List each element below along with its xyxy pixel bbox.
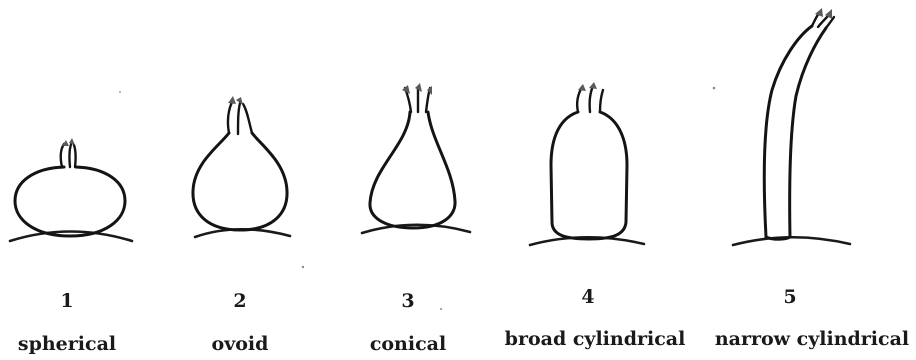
item-number-5: 5: [783, 286, 796, 308]
bulb-shape-spherical: [10, 138, 132, 241]
item-number-2: 2: [233, 290, 246, 312]
item-label-spherical: spherical: [18, 333, 116, 355]
bulb-shape-narrow-cylindrical: [733, 8, 850, 245]
bulb-shape-ovoid: [193, 96, 290, 237]
caption-row: 1 spherical 2 ovoid 3 conical 4 broad cy…: [18, 286, 909, 355]
soil-line: [733, 237, 850, 245]
item-number-4: 4: [581, 286, 594, 308]
item-number-3: 3: [401, 290, 414, 312]
bulb-shape-conical: [362, 83, 470, 233]
item-label-narrow-cylindrical: narrow cylindrical: [715, 328, 909, 350]
item-label-broad-cylindrical: broad cylindrical: [505, 328, 686, 350]
item-label-ovoid: ovoid: [212, 333, 269, 355]
bulb-shape-broad-cylindrical: [530, 82, 644, 245]
item-number-1: 1: [60, 290, 73, 312]
item-label-conical: conical: [370, 333, 446, 355]
